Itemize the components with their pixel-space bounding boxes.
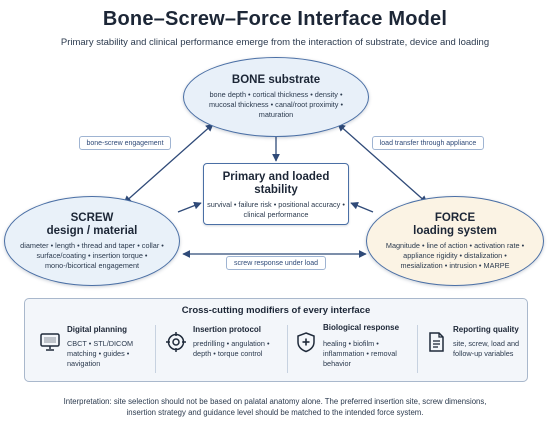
stability-title: Primary and loaded stability (204, 171, 348, 197)
interpretation-line: Interpretation: site selection should no… (63, 397, 487, 406)
diagram-subtitle: Primary stability and clinical performan… (60, 37, 490, 48)
force-title: FORCE (434, 211, 476, 224)
screw-node: SCREW design / material diameter • lengt… (4, 196, 180, 286)
arrow-screw-center (177, 201, 202, 213)
modifier-divider (287, 325, 288, 373)
force-factors-line: mesialization • intrusion • MARPE (400, 260, 510, 270)
bone-factors-line: mucosal thickness • canal/root proximity… (208, 100, 344, 109)
screw-factors-line: diameter • length • thread and taper • c… (20, 240, 164, 250)
bone-node: BONE substrate bone depth • cortical thi… (183, 57, 369, 137)
modifier-title: Digital planning (67, 325, 127, 334)
diagram-title: Bone–Screw–Force Interface Model (102, 8, 448, 30)
screw-factors: diameter • length • thread and taper • c… (11, 241, 173, 271)
interpretation-note: Interpretation: site selection should no… (0, 396, 550, 418)
modifiers-heading: Cross-cutting modifiers of every interfa… (181, 305, 371, 316)
document-icon (429, 332, 444, 352)
stability-title-line: Primary and loaded (222, 171, 330, 183)
stability-outcomes-line: survival • failure risk • positional acc… (207, 200, 345, 209)
modifier-title: Insertion protocol (193, 325, 261, 334)
bone-factors-line: bone depth • cortical thickness • densit… (209, 90, 343, 99)
modifier-text: CBCT • STL/DICOM matching • guides • nav… (67, 339, 134, 368)
bone-screw-engagement-label: bone-screw engagement (79, 136, 171, 150)
screw-title: SCREW (70, 211, 114, 224)
force-factors-line: appliance rigidity • distalization • (403, 250, 507, 260)
modifier-divider (155, 325, 156, 373)
bone-factors: bone depth • cortical thickness • densit… (201, 90, 351, 120)
screw-factors-line: surface/coating • insertion torque • (36, 250, 148, 260)
stability-outcomes: survival • failure risk • positional acc… (204, 200, 348, 220)
modifier-insertion-protocol: Insertion protocol predrilling • angulat… (165, 321, 283, 379)
stability-outcomes-line: clinical performance (243, 210, 309, 219)
crosshair-icon (166, 332, 186, 352)
interpretation-line: insertion strategy and guidance level sh… (126, 408, 424, 417)
modifier-title: Reporting quality (453, 325, 519, 334)
monitor-icon (40, 333, 60, 351)
modifier-title: Biological response (323, 323, 400, 332)
screw-response-label: screw response under load (226, 256, 326, 270)
force-factors-line: Magnitude • line of action • activation … (385, 240, 525, 250)
stability-title-line: stability (254, 184, 298, 196)
arrow-bone-force (337, 123, 428, 204)
modifiers-panel: Cross-cutting modifiers of every interfa… (24, 298, 528, 382)
force-factors: Magnitude • line of action • activation … (374, 241, 536, 271)
arrow-bone-screw (123, 123, 214, 204)
modifier-divider (417, 325, 418, 373)
modifier-text: predrilling • angulation • depth • torqu… (193, 339, 270, 358)
force-subtitle: loading system (413, 224, 497, 237)
load-transfer-label: load transfer through appliance (372, 136, 484, 150)
bone-factors-line: maturation (258, 110, 294, 119)
modifier-digital-planning: Digital planning CBCT • STL/DICOM matchi… (39, 321, 151, 379)
screw-subtitle: design / material (46, 224, 138, 237)
force-node: FORCE loading system Magnitude • line of… (366, 196, 544, 286)
stability-outcome-box: Primary and loaded stability survival • … (203, 163, 349, 225)
modifier-text: site, screw, load and follow-up variable… (453, 339, 520, 358)
modifier-biological-response: Biological response healing • biofilm • … (295, 321, 413, 379)
shield-plus-icon (297, 332, 315, 353)
bone-title: BONE substrate (231, 74, 321, 86)
modifier-text: healing • biofilm • inflammation • remov… (323, 339, 397, 368)
modifier-reporting-quality: Reporting quality site, screw, load and … (425, 321, 525, 379)
screw-factors-line: mono-/bicortical engagement (44, 260, 140, 270)
arrow-force-center (350, 202, 374, 213)
